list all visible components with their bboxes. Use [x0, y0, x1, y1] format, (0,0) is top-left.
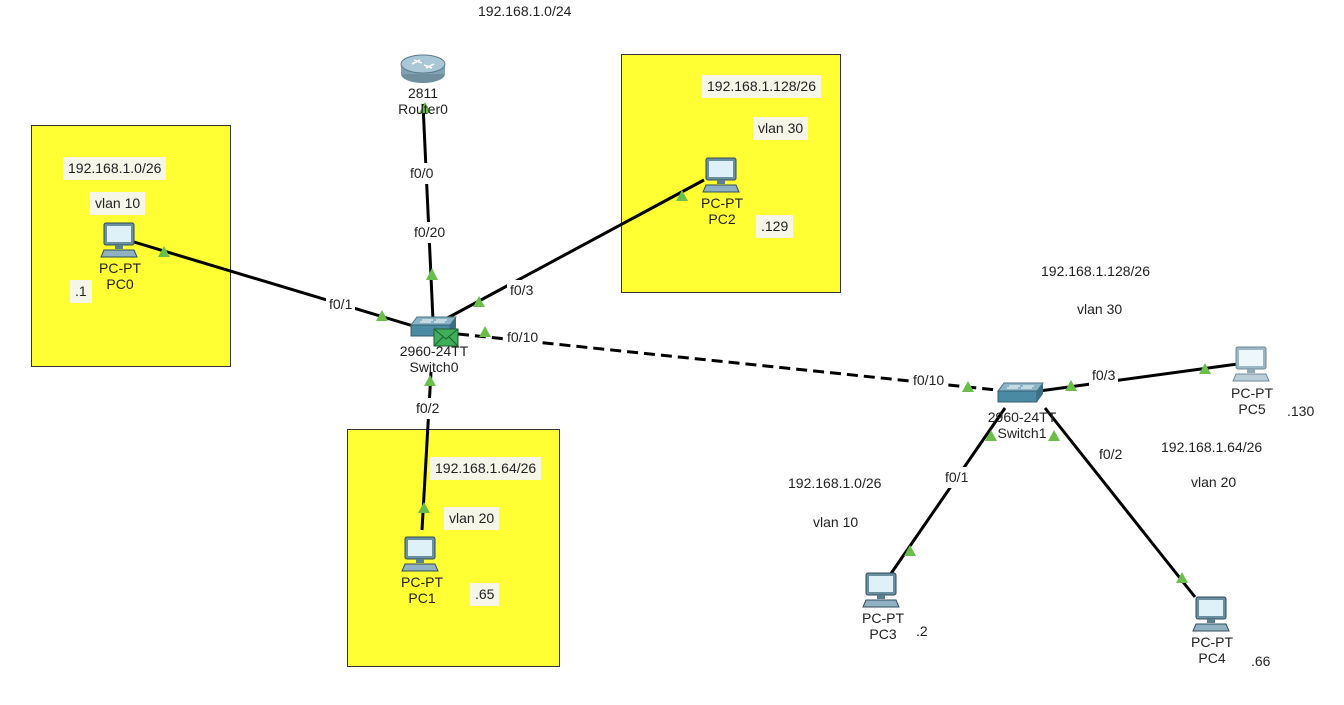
port-label-switch1-f03: f0/3	[1089, 365, 1119, 386]
pc-icon[interactable]	[862, 572, 900, 608]
pdu-envelope-icon[interactable]	[433, 328, 459, 347]
pc0-label: PC-PT PC0	[99, 260, 141, 292]
pc0-name: PC0	[106, 276, 134, 292]
pc-icon[interactable]	[1232, 346, 1270, 382]
pc-icon[interactable]	[1192, 596, 1230, 632]
link-light	[1176, 572, 1188, 583]
switch1-model: 2960-24TT	[987, 409, 1057, 425]
switch1-vlan20-subnet-note[interactable]: 192.168.1.64/26	[1156, 436, 1268, 459]
pc2-label: PC-PT PC2	[701, 195, 743, 227]
pc3-label: PC-PT PC3	[862, 610, 904, 642]
link-light	[1048, 430, 1060, 441]
pc4-model: PC-PT	[1191, 634, 1233, 650]
pc1-name: PC1	[408, 590, 436, 606]
switch-icon[interactable]	[409, 316, 457, 338]
pc5-label: PC-PT PC5	[1231, 385, 1273, 417]
cable-pc0-switch0[interactable]	[133, 240, 421, 330]
switch1-vlan10-subnet-note[interactable]: 192.168.1.0/26	[783, 472, 887, 495]
network-note-top[interactable]: 192.168.1.0/24	[473, 0, 577, 23]
pc0-model: PC-PT	[99, 260, 141, 276]
switch1-label: 2960-24TT Switch1	[988, 409, 1056, 441]
link-light	[1065, 380, 1077, 391]
port-label-switch0-f02: f0/2	[413, 398, 443, 419]
port-label-switch0-f010: f0/10	[504, 327, 542, 348]
switch0-name: Switch0	[409, 359, 459, 375]
switch1-name: Switch1	[997, 425, 1047, 441]
cable-switch1-pc4[interactable]	[1043, 407, 1197, 598]
pc3-model: PC-PT	[862, 610, 904, 626]
vlan10-vlan-note[interactable]: vlan 10	[90, 192, 146, 215]
pc-icon[interactable]	[401, 536, 439, 572]
link-light	[418, 502, 430, 513]
link-light	[479, 326, 491, 337]
port-label-switch1-f02: f0/2	[1096, 444, 1126, 465]
router-icon[interactable]	[400, 54, 446, 84]
link-light	[424, 375, 436, 386]
switch1-vlan30-subnet-note[interactable]: 192.168.1.128/26	[1036, 260, 1155, 283]
switch0-model: 2960-24TT	[399, 343, 469, 359]
link-light	[904, 545, 916, 556]
cable-router0-switch0[interactable]	[421, 103, 435, 321]
router0-label: 2811 Router0	[398, 85, 448, 117]
vlan20-subnet-note[interactable]: 192.168.1.64/26	[430, 457, 542, 480]
pc4-label: PC-PT PC4	[1191, 634, 1233, 666]
switch1-vlan20-label-note[interactable]: vlan 20	[1186, 471, 1242, 494]
port-label-router0-f00: f0/0	[407, 163, 437, 184]
pc1-label: PC-PT PC1	[401, 574, 443, 606]
pc2-name: PC2	[708, 211, 736, 227]
switch1-vlan10-label-note[interactable]: vlan 10	[808, 511, 864, 534]
port-label-switch0-f01: f0/1	[326, 294, 356, 315]
link-light	[419, 102, 431, 113]
switch-icon[interactable]	[996, 382, 1044, 404]
port-label-switch0-f020: f0/20	[411, 222, 449, 243]
link-light	[962, 381, 974, 392]
switch1-vlan30-label-note[interactable]: vlan 30	[1072, 298, 1128, 321]
link-light	[376, 310, 388, 321]
pc3-ip-note[interactable]: .2	[911, 620, 933, 643]
link-light	[473, 296, 485, 307]
pc5-ip-note[interactable]: .130	[1282, 400, 1320, 423]
cable-pc2-switch0[interactable]	[439, 178, 705, 324]
pc-icon[interactable]	[702, 157, 740, 193]
link-lights	[158, 102, 1211, 583]
pc5-name: PC5	[1238, 401, 1266, 417]
pc5-model: PC-PT	[1231, 385, 1273, 401]
port-label-switch0-f03: f0/3	[507, 280, 537, 301]
cable-switch1-pc5[interactable]	[1031, 361, 1246, 394]
pc1-model: PC-PT	[401, 574, 443, 590]
pc1-ip-note[interactable]: .65	[470, 583, 500, 606]
vlan30-subnet-note[interactable]: 192.168.1.128/26	[702, 75, 821, 98]
link-light	[426, 268, 438, 280]
link-light	[985, 430, 997, 441]
router0-name: Router0	[398, 101, 448, 117]
pc4-name: PC4	[1198, 650, 1226, 666]
port-label-switch1-f01: f0/1	[942, 467, 972, 488]
link-light	[1199, 363, 1211, 374]
vlan20-vlan-note[interactable]: vlan 20	[444, 507, 500, 530]
link-light	[676, 190, 688, 201]
vlan10-subnet-note[interactable]: 192.168.1.0/26	[63, 157, 167, 180]
pc3-name: PC3	[869, 626, 897, 642]
vlan30-vlan-note[interactable]: vlan 30	[753, 117, 809, 140]
link-light	[158, 246, 170, 257]
port-label-switch1-f010: f0/10	[910, 370, 948, 391]
pc2-ip-note[interactable]: .129	[756, 215, 794, 238]
router0-model: 2811	[407, 85, 439, 101]
pc-icon[interactable]	[100, 222, 138, 258]
pc0-ip-note[interactable]: .1	[70, 280, 92, 303]
pc4-ip-note[interactable]: .66	[1246, 650, 1276, 673]
switch0-label: 2960-24TT Switch0	[400, 343, 468, 375]
pc2-model: PC-PT	[701, 195, 743, 211]
